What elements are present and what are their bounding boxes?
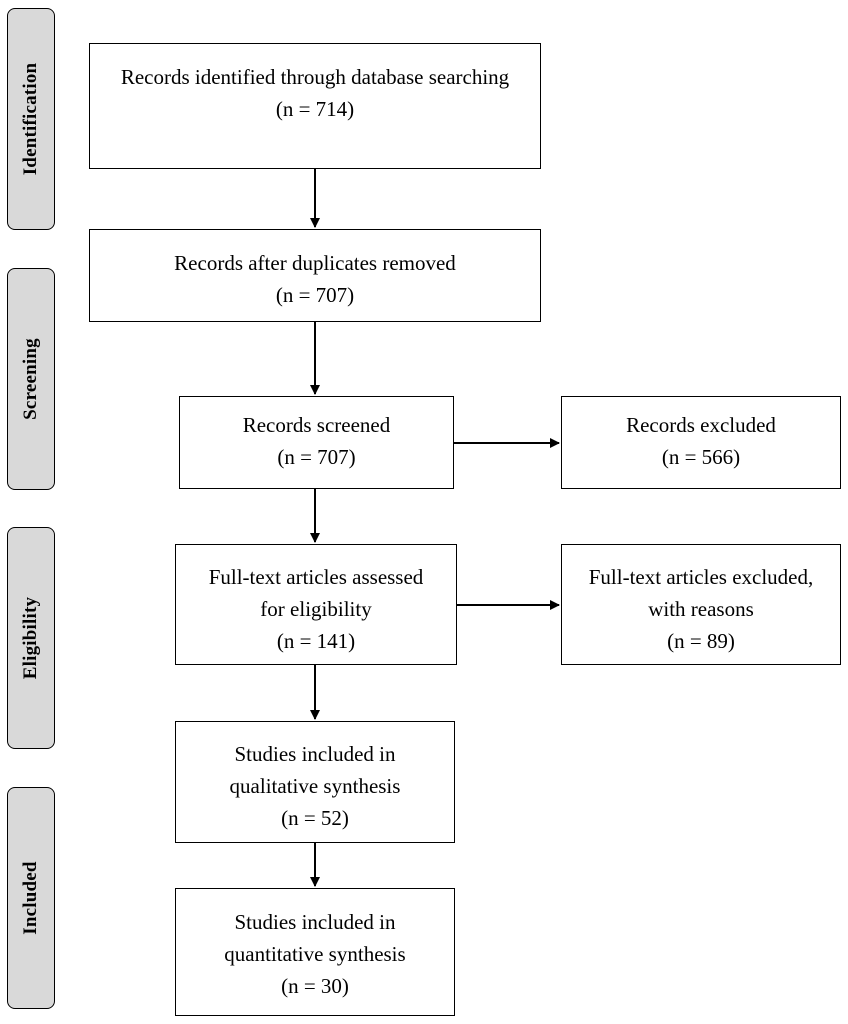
phase-included: Included: [7, 787, 55, 1009]
phase-eligibility: Eligibility: [7, 527, 55, 749]
box-text: with reasons: [648, 597, 754, 621]
phase-screening: Screening: [7, 268, 55, 490]
box-fulltext-excluded: Full-text articles excluded, with reason…: [561, 544, 841, 665]
box-records-identified: Records identified through database sear…: [89, 43, 541, 169]
box-text: Records screened: [242, 413, 391, 437]
box-records-excluded: Records excluded (n = 566): [561, 396, 841, 489]
box-text: Studies included in: [234, 742, 396, 766]
box-text: qualitative synthesis: [229, 774, 401, 798]
box-count: (n = 566): [661, 445, 741, 469]
box-quantitative-synthesis: Studies included in quantitative synthes…: [175, 888, 455, 1016]
box-text: Records excluded: [626, 413, 776, 437]
box-count: (n = 30): [281, 974, 349, 998]
box-qualitative-synthesis: Studies included in qualitative synthesi…: [175, 721, 455, 843]
box-text: Records after duplicates removed: [174, 251, 456, 275]
box-records-screened: Records screened (n = 707): [179, 396, 454, 489]
box-count: (n = 707): [275, 283, 355, 307]
phase-identification: Identification: [7, 8, 55, 230]
box-count: (n = 89): [667, 629, 735, 653]
box-text: quantitative synthesis: [224, 942, 406, 966]
box-count: (n = 52): [281, 806, 349, 830]
box-fulltext-assessed: Full-text articles assessed for eligibil…: [175, 544, 457, 665]
box-text: Full-text articles excluded,: [588, 565, 814, 589]
box-count: (n = 714): [275, 97, 355, 121]
box-text: Records identified through database sear…: [120, 65, 510, 89]
box-text: Studies included in: [234, 910, 396, 934]
box-count: (n = 141): [276, 629, 356, 653]
box-duplicates-removed: Records after duplicates removed (n = 70…: [89, 229, 541, 322]
box-count: (n = 707): [277, 445, 356, 469]
box-text: for eligibility: [260, 597, 372, 621]
box-text: Full-text articles assessed: [208, 565, 424, 589]
